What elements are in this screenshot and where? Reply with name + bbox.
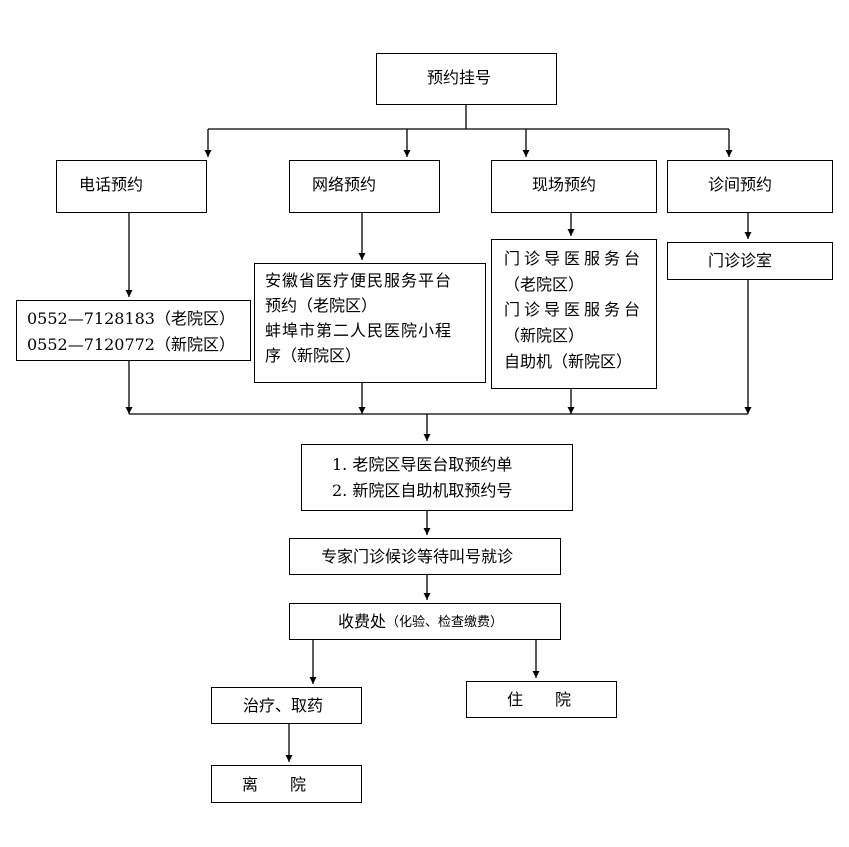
channel-clinic-label: 诊间预约	[708, 175, 773, 194]
phone-numbers-box: 0552—7128183（老院区） 0552—7120772（新院区）	[16, 300, 251, 361]
treatment-label: 治疗、取药	[243, 696, 324, 715]
root-label: 预约挂号	[427, 68, 492, 87]
online-detail-line-2: 预约（老院区）	[265, 296, 378, 315]
channel-phone-label: 电话预约	[79, 175, 144, 194]
waiting-box: 专家门诊候诊等待叫号就诊	[289, 538, 561, 575]
payment-note: （化验、检查缴费）	[386, 615, 504, 630]
onsite-detail-line-4: （新院区）	[504, 326, 585, 345]
channel-online-label: 网络预约	[312, 175, 377, 194]
channel-onsite-box: 现场预约	[491, 160, 657, 213]
discharge-box: 离 院	[211, 765, 362, 803]
online-detail-line-1: 安徽省医疗便民服务平台	[265, 271, 453, 290]
clinic-room-box: 门诊诊室	[667, 242, 833, 280]
phone-number-new: 0552—7120772（新院区）	[27, 335, 235, 354]
online-detail-line-3: 蚌埠市第二人民医院小程	[265, 321, 453, 340]
channel-onsite-label: 现场预约	[532, 175, 597, 194]
online-platform-box: 安徽省医疗便民服务平台 预约（老院区） 蚌埠市第二人民医院小程 序（新院区）	[254, 263, 486, 383]
hospitalization-label: 住 院	[507, 690, 572, 709]
onsite-detail-line-3: 门诊导医服务台	[504, 300, 645, 319]
discharge-label: 离 院	[242, 775, 307, 794]
onsite-detail-line-1: 门诊导医服务台	[504, 249, 645, 268]
clinic-room-label: 门诊诊室	[708, 251, 773, 270]
root-box: 预约挂号	[376, 53, 557, 105]
onsite-detail-line-5: 自助机（新院区）	[504, 352, 633, 371]
phone-number-old: 0552—7128183（老院区）	[27, 309, 235, 328]
onsite-detail-line-2: （老院区）	[504, 275, 585, 294]
payment-label: 收费处	[338, 612, 387, 631]
pickup-step-1: 1. 老院区导医台取预约单	[332, 455, 513, 474]
ticket-pickup-box: 1. 老院区导医台取预约单 2. 新院区自助机取预约号	[301, 444, 573, 511]
treatment-box: 治疗、取药	[211, 687, 362, 724]
channel-online-box: 网络预约	[289, 160, 440, 213]
hospitalization-box: 住 院	[466, 681, 617, 718]
payment-box: 收费处 （化验、检查缴费）	[289, 603, 561, 640]
channel-phone-box: 电话预约	[56, 160, 207, 213]
online-detail-line-4: 序（新院区）	[265, 346, 362, 365]
waiting-label: 专家门诊候诊等待叫号就诊	[321, 547, 514, 566]
pickup-step-2: 2. 新院区自助机取预约号	[332, 481, 513, 500]
onsite-desk-box: 门诊导医服务台 （老院区） 门诊导医服务台 （新院区） 自助机（新院区）	[491, 239, 657, 389]
channel-clinic-box: 诊间预约	[667, 160, 833, 213]
